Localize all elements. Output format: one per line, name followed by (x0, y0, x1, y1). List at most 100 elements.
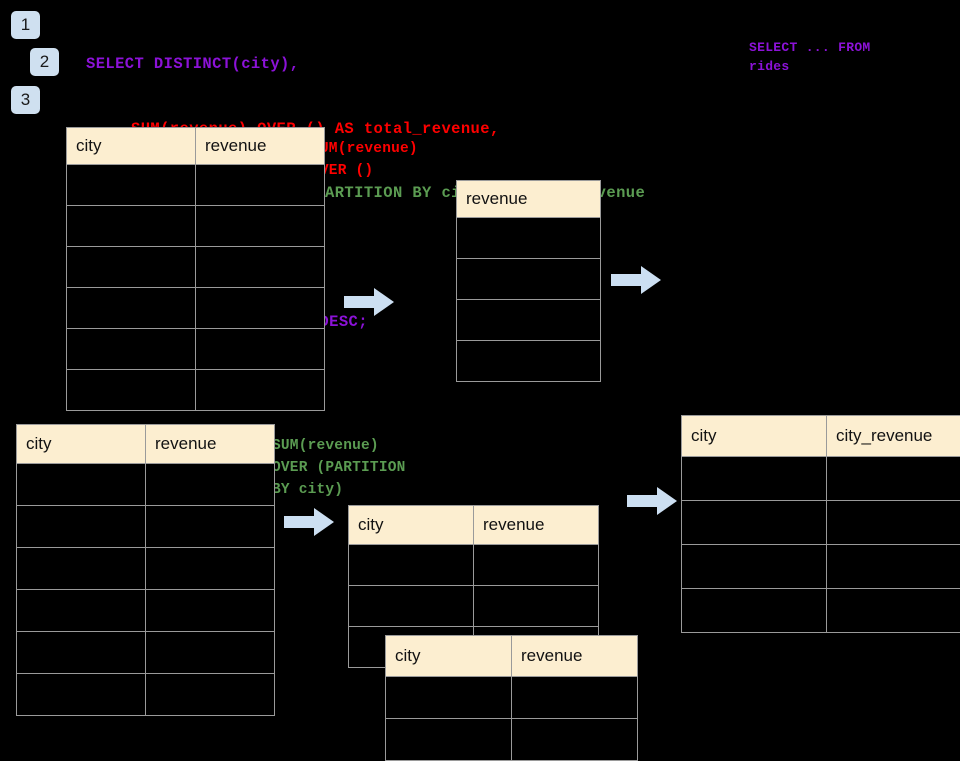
cell-city (17, 464, 146, 506)
cell-revenue (146, 590, 275, 632)
step-badge-3-label: 3 (21, 90, 30, 109)
table-row (17, 674, 275, 716)
source-table-top: city revenue (66, 127, 325, 411)
partition-table-front: city revenue (385, 635, 638, 761)
cell-revenue (474, 545, 599, 586)
cell-revenue (196, 165, 325, 206)
cell-city (17, 674, 146, 716)
cell-city-revenue (827, 545, 960, 589)
cell-city (67, 206, 196, 247)
column-header-revenue: revenue (474, 506, 599, 545)
table-row (349, 586, 599, 627)
cell-city (349, 545, 474, 586)
table-row (682, 545, 960, 589)
cell-revenue (474, 586, 599, 627)
cell-city (386, 719, 512, 761)
column-header-city: city (67, 128, 196, 165)
table-header-row: city revenue (17, 425, 275, 464)
table-row (67, 288, 325, 329)
arrow-bottom-2 (627, 487, 677, 515)
table-row (457, 259, 601, 300)
arrow-top-2 (611, 266, 661, 294)
cell-revenue (512, 719, 638, 761)
table-header-row: city city_revenue (682, 416, 960, 457)
cell-revenue (196, 247, 325, 288)
column-header-revenue: revenue (457, 181, 601, 218)
cell-revenue (196, 206, 325, 247)
cell-city (386, 677, 512, 719)
cell-city (17, 548, 146, 590)
cell-revenue (146, 506, 275, 548)
cell-revenue (146, 548, 275, 590)
cell-city (67, 329, 196, 370)
column-header-revenue: revenue (512, 636, 638, 677)
column-header-city: city (349, 506, 474, 545)
table-row (349, 545, 599, 586)
cell-city (682, 545, 827, 589)
cell-revenue (146, 674, 275, 716)
table-row (17, 464, 275, 506)
table-row (682, 589, 960, 633)
step-badge-1[interactable]: 1 (11, 11, 40, 39)
cell-city (682, 589, 827, 633)
table-header-row: city revenue (349, 506, 599, 545)
total-revenue-table: revenue (456, 180, 601, 382)
cell-city (17, 632, 146, 674)
source-table-bottom: city revenue (16, 424, 275, 716)
column-header-revenue: revenue (146, 425, 275, 464)
column-header-city: city (386, 636, 512, 677)
table-header-row: revenue (457, 181, 601, 218)
table-header-row: city revenue (386, 636, 638, 677)
table-row (457, 300, 601, 341)
arrow-bottom-1 (284, 508, 334, 536)
column-header-revenue: revenue (196, 128, 325, 165)
column-header-city: city (682, 416, 827, 457)
step-badge-2-label: 2 (40, 52, 49, 71)
table-header-row: city revenue (67, 128, 325, 165)
cell-revenue (457, 341, 601, 382)
cell-revenue (196, 288, 325, 329)
table-row (682, 501, 960, 545)
table-row (67, 165, 325, 206)
table-row (457, 341, 601, 382)
step-badge-3[interactable]: 3 (11, 86, 40, 114)
cell-city (349, 586, 474, 627)
table-row (17, 548, 275, 590)
table-row (17, 632, 275, 674)
cell-city (67, 247, 196, 288)
diagram-canvas: 1 2 3 SELECT DISTINCT(city), SUM(revenue… (0, 0, 960, 720)
table-row (67, 370, 325, 411)
table-row (386, 677, 638, 719)
cell-revenue (457, 300, 601, 341)
cell-city-revenue (827, 457, 960, 501)
cell-revenue (196, 329, 325, 370)
cell-revenue (457, 259, 601, 300)
cell-city (67, 288, 196, 329)
column-header-city-revenue: city_revenue (827, 416, 960, 457)
cell-revenue (457, 218, 601, 259)
result-table: city city_revenue (681, 415, 960, 633)
table-row (67, 329, 325, 370)
cell-city-revenue (827, 589, 960, 633)
label-sum-over-empty: SUM(revenue) OVER () (311, 138, 418, 182)
column-header-city: city (17, 425, 146, 464)
table-row (17, 590, 275, 632)
cell-revenue (146, 464, 275, 506)
table-row (682, 457, 960, 501)
table-row (67, 247, 325, 288)
cell-city (67, 370, 196, 411)
step-badge-2[interactable]: 2 (30, 48, 59, 76)
cell-city (682, 457, 827, 501)
cell-revenue (512, 677, 638, 719)
cell-revenue (146, 632, 275, 674)
cell-city (67, 165, 196, 206)
step-badge-1-label: 1 (21, 15, 30, 34)
cell-revenue (196, 370, 325, 411)
table-row (67, 206, 325, 247)
label-sum-over-partition: SUM(revenue) OVER (PARTITION BY city) (272, 435, 406, 501)
table-row (17, 506, 275, 548)
cell-city (17, 590, 146, 632)
table-row (386, 719, 638, 761)
cell-city-revenue (827, 501, 960, 545)
sql-line-select: SELECT DISTINCT(city), (86, 54, 645, 76)
